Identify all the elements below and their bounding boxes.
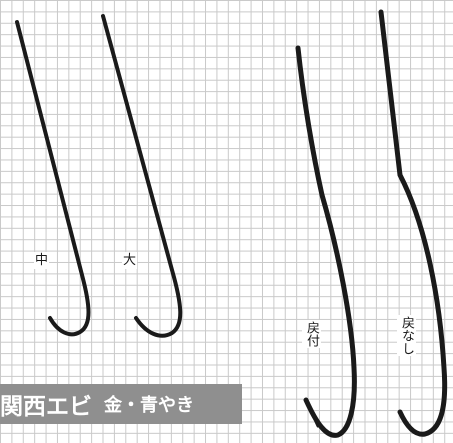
label-barbless: 戻なし — [397, 315, 416, 356]
hook-medium — [15, 20, 91, 337]
hook-barbless — [378, 9, 448, 437]
product-banner: 関西エビ 金・青やき — [0, 384, 242, 424]
hook-with-barb — [295, 45, 357, 438]
hook-large — [101, 14, 183, 338]
banner-subtitle: 金・青やき — [104, 395, 194, 416]
label-large: 大 — [122, 252, 138, 269]
hook-with-barb-point — [304, 398, 320, 428]
label-medium: 中 — [34, 252, 50, 269]
label-with-barb: 戻付 — [302, 320, 321, 348]
banner-title: 関西エビ — [0, 394, 92, 420]
